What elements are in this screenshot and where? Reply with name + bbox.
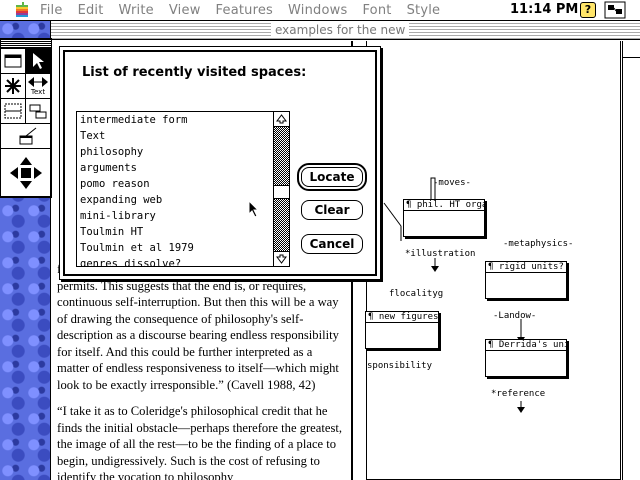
map-label-illustration: *illustration [405, 249, 476, 259]
menu-bar: File Edit Write View Features Windows Fo… [0, 0, 640, 21]
text-pane[interactable]: followed in as straightforward a path as… [57, 261, 347, 480]
map-label-moves: -moves- [433, 178, 471, 188]
list-item[interactable]: arguments [80, 162, 137, 174]
map-label-landow: -Landow- [493, 311, 537, 321]
map-label-locality: flocalityg [389, 289, 444, 299]
help-icon[interactable]: ? [580, 2, 596, 18]
cancel-button[interactable]: Cancel [301, 234, 363, 254]
locate-button[interactable]: Locate [297, 163, 367, 191]
list-item[interactable]: genres dissolve? [80, 258, 182, 267]
window-title: examples for the new [271, 23, 410, 37]
node-tool-icon[interactable] [26, 99, 51, 124]
menu-clock: 11:14 PM [510, 2, 579, 17]
application-icon[interactable] [604, 1, 626, 19]
scroll-up-arrow-icon[interactable] [274, 112, 289, 127]
list-item[interactable]: mini-library [80, 210, 156, 222]
list-item[interactable]: Toulmin HT [80, 226, 144, 238]
menu-edit[interactable]: Edit [77, 2, 104, 18]
list-scrollbar[interactable] [273, 112, 289, 266]
map-node[interactable]: ¶ phil. HT organ... [403, 199, 485, 237]
list-item[interactable]: pomo reason [80, 178, 150, 190]
list-item[interactable]: intermediate form [80, 114, 188, 126]
map-node-label: ¶ new figures [366, 312, 438, 323]
menu-features[interactable]: Features [215, 2, 274, 18]
scroll-thumb[interactable] [274, 185, 289, 199]
menu-windows[interactable]: Windows [288, 2, 348, 18]
list-item[interactable]: Toulmin et al 1979 [80, 242, 194, 254]
window-titlebar[interactable]: examples for the new [51, 21, 640, 40]
map-node[interactable]: ¶ new figures [365, 311, 439, 349]
recent-spaces-dialog: List of recently visited spaces: interme… [59, 46, 381, 280]
menu-write[interactable]: Write [118, 2, 154, 18]
text-paragraph: “I take it as to Coleridge's philosophic… [57, 404, 343, 480]
menu-font[interactable]: Font [362, 2, 392, 18]
vertical-scrollbar[interactable] [622, 41, 640, 480]
map-label-metaphysics: -metaphysics- [503, 239, 574, 249]
region-tool-icon[interactable] [1, 99, 26, 124]
text-tool-icon[interactable]: Text [26, 74, 51, 99]
move-tool-icon[interactable] [1, 149, 51, 197]
map-label-reference: *reference [491, 389, 546, 399]
menu-style[interactable]: Style [406, 2, 441, 18]
scroll-down-arrow-icon[interactable] [274, 251, 289, 266]
palette-titlebar[interactable] [1, 39, 51, 49]
list-item[interactable]: expanding web [80, 194, 163, 206]
map-label-responsibility: sponsibility [367, 361, 433, 371]
dialog-title: List of recently visited spaces: [82, 65, 307, 80]
clear-button[interactable]: Clear [301, 200, 363, 220]
link-tool-icon[interactable] [1, 74, 26, 99]
list-item[interactable]: Text [80, 130, 106, 142]
recent-spaces-list[interactable]: intermediate form Text philosophy argume… [76, 111, 290, 267]
window-tool-icon[interactable] [1, 49, 26, 74]
apple-icon[interactable] [14, 2, 32, 18]
map-node[interactable]: ¶ Derrida's units [485, 339, 567, 377]
map-node-label: ¶ rigid units? [486, 262, 566, 273]
map-node[interactable]: ¶ rigid units? [485, 261, 567, 299]
connector-tool-icon[interactable] [1, 124, 51, 149]
map-node-label: ¶ phil. HT organ... [404, 200, 484, 211]
menu-file[interactable]: File [40, 2, 63, 18]
arrow-tool-icon[interactable] [26, 49, 51, 74]
mouse-pointer-icon [248, 199, 260, 222]
dialog-frame [63, 50, 377, 276]
text-tool-label: Text [30, 88, 46, 96]
scrollbar-top-box[interactable] [623, 41, 640, 58]
list-item[interactable]: philosophy [80, 146, 144, 158]
menu-view[interactable]: View [168, 2, 201, 18]
text-paragraph: followed in as straightforward a path as… [57, 262, 339, 392]
map-node-label: ¶ Derrida's units [486, 340, 566, 351]
tool-palette: Text [0, 38, 52, 198]
